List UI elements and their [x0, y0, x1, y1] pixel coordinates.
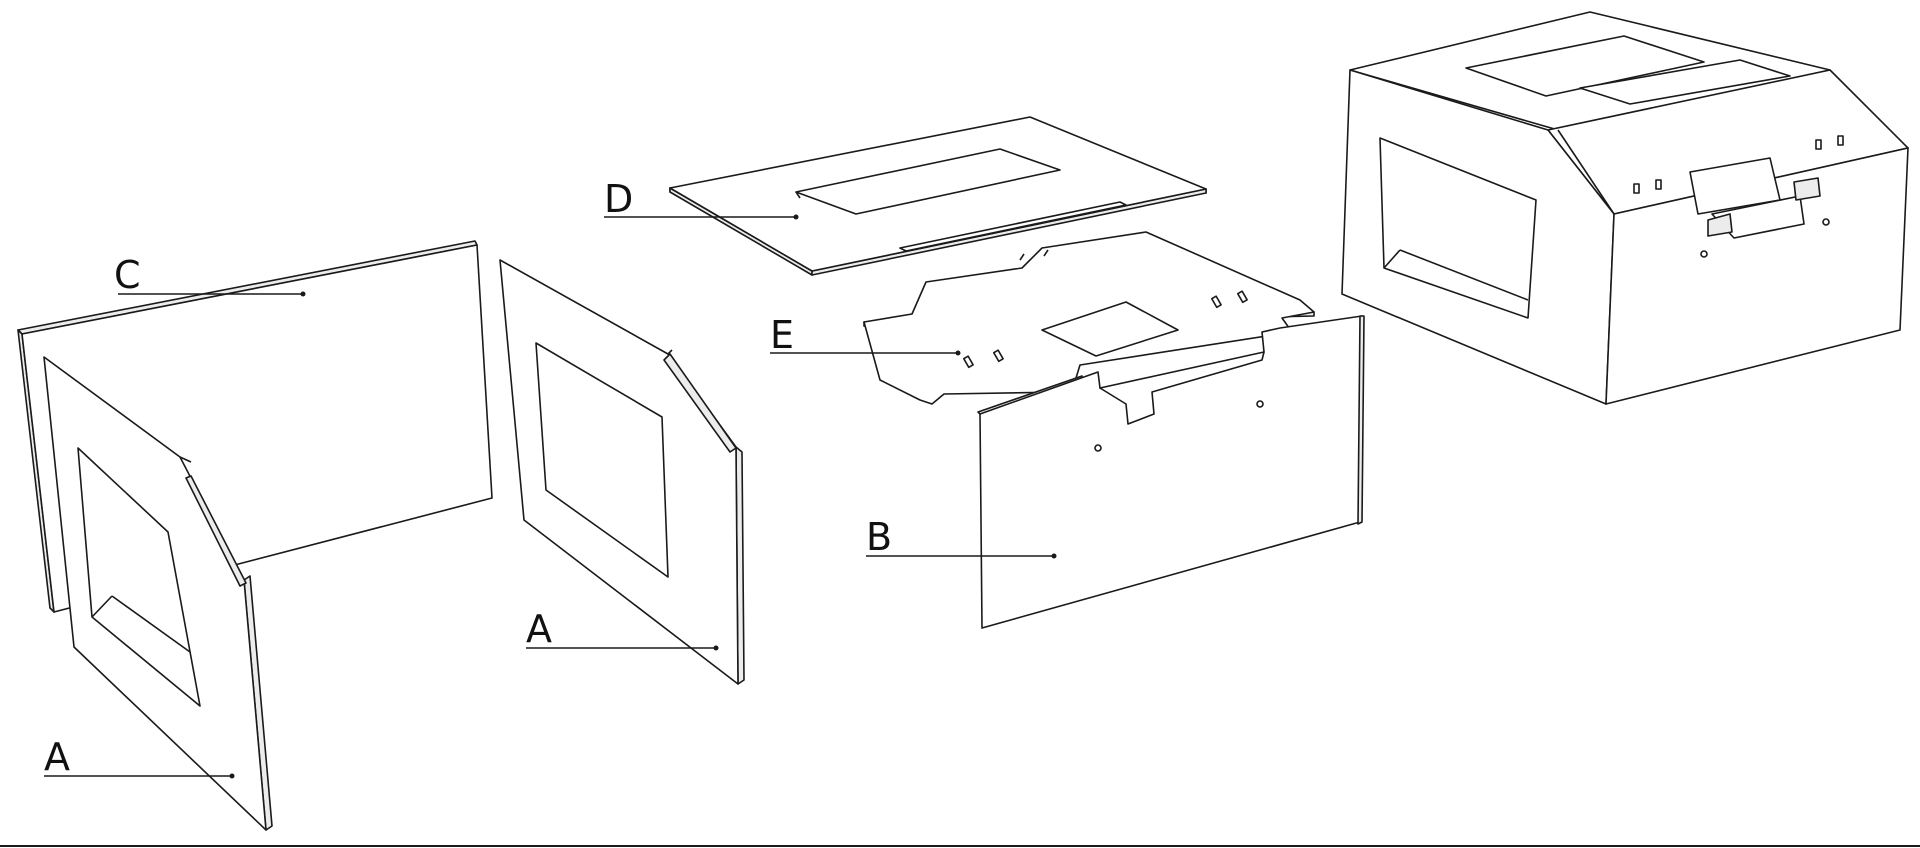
- label-e: E: [770, 313, 794, 357]
- panel-d: [669, 116, 1207, 276]
- label-a-right: A: [526, 607, 552, 651]
- label-c-group: C: [114, 253, 306, 297]
- label-a-right-group: A: [526, 607, 719, 651]
- panel-b: [977, 315, 1365, 629]
- label-b: B: [866, 515, 892, 559]
- label-a-left: A: [44, 735, 70, 779]
- panel-a-left: [43, 356, 273, 831]
- label-d-group: D: [604, 177, 799, 221]
- label-d: D: [604, 177, 633, 221]
- label-a-left-group: A: [44, 735, 235, 779]
- label-e-group: E: [770, 313, 961, 357]
- assembled-box: [1341, 11, 1909, 405]
- panel-a-right: [499, 259, 745, 685]
- label-b-group: B: [866, 515, 1057, 559]
- panel-e: [863, 231, 1315, 405]
- label-c: C: [114, 253, 141, 297]
